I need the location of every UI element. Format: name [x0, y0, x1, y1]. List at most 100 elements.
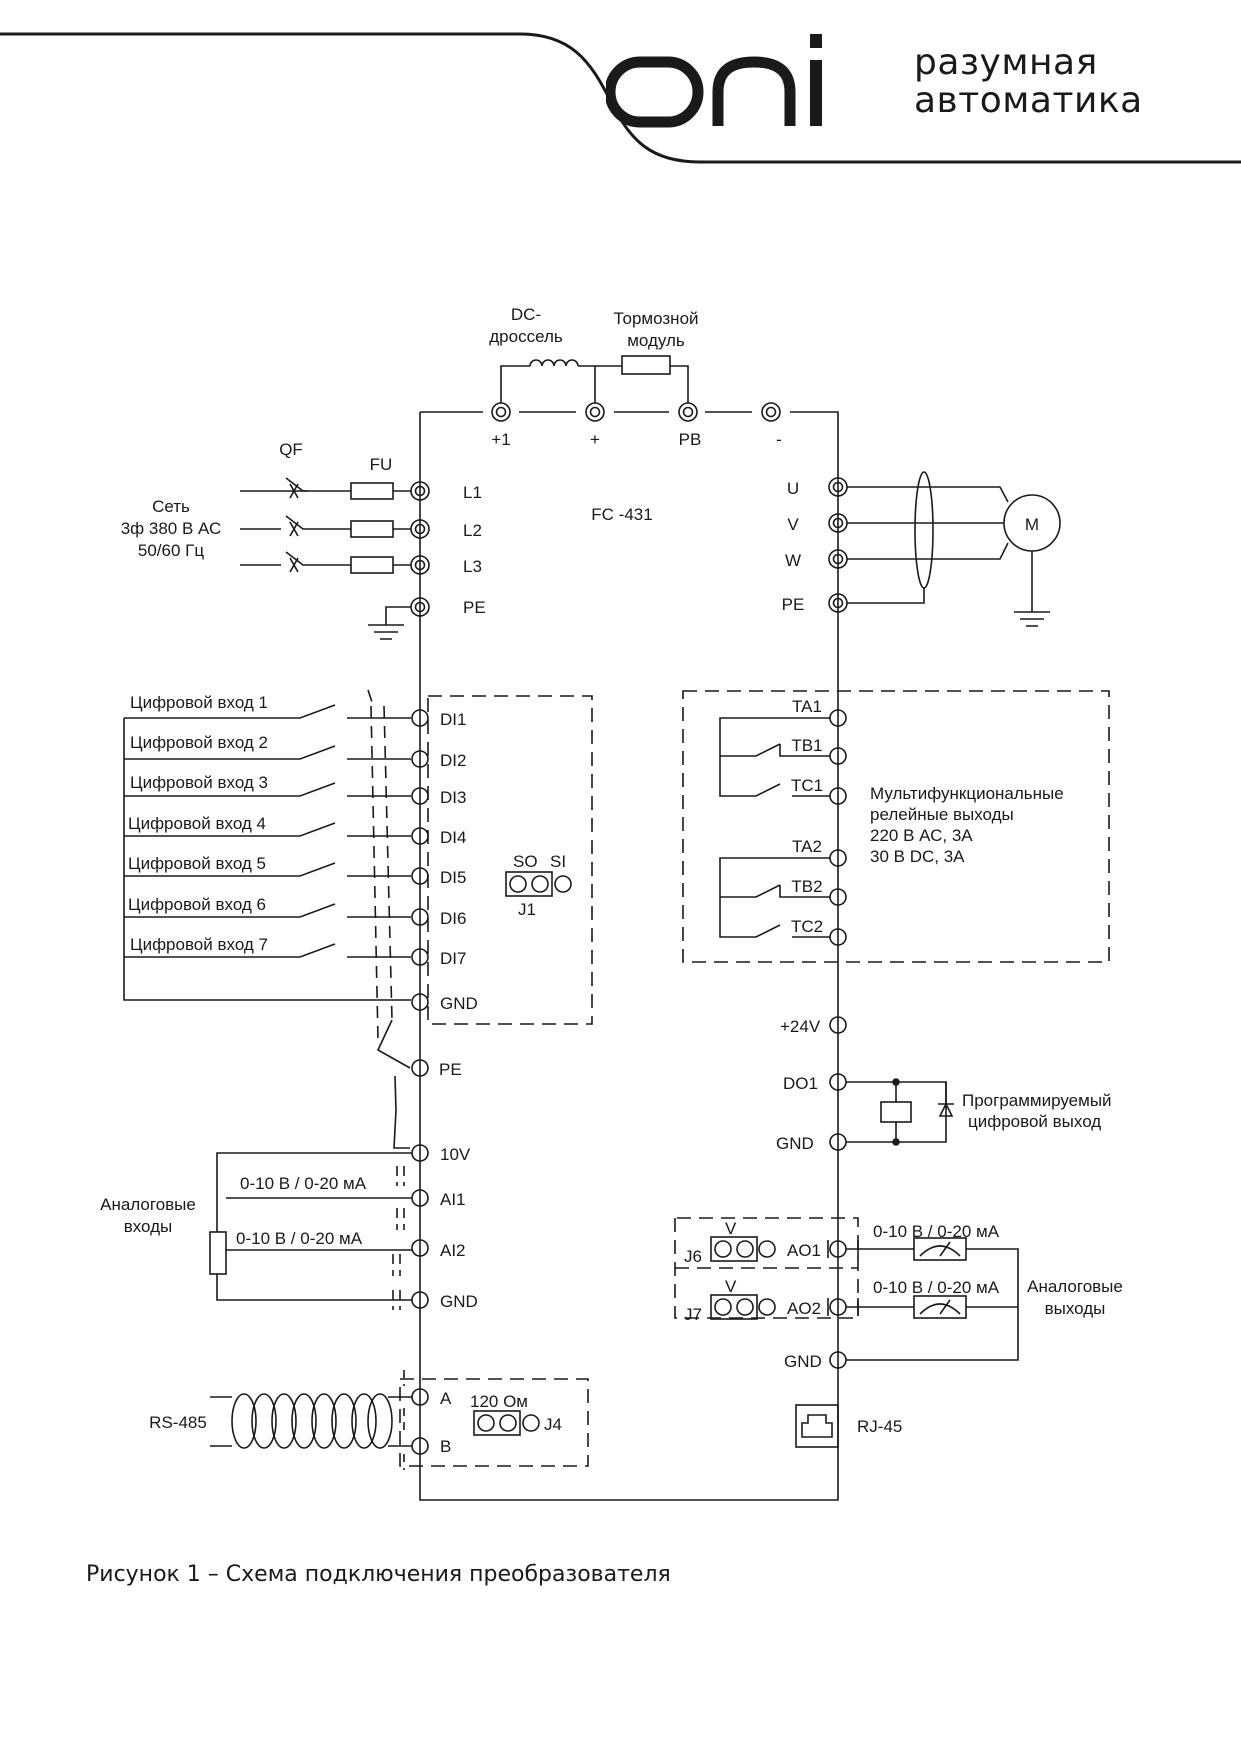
relay-desc2: релейные выходы [870, 805, 1014, 824]
slogan-line1: разумная [914, 42, 1098, 83]
term-ta2: TA2 [792, 837, 822, 856]
term-ao1: AO1 [787, 1241, 821, 1260]
brake-module-label1: Тормозной [613, 309, 698, 328]
term-gnd-ai: GND [440, 1292, 478, 1311]
term-di7: DI7 [440, 949, 466, 968]
jumper-j6-icon [710, 1236, 758, 1262]
slogan: разумная автоматика [914, 44, 1143, 120]
relay-desc1: Мультифункциональные [870, 784, 1064, 803]
di-label5: Цифровой вход 5 [128, 854, 266, 873]
term-l3: L3 [463, 557, 482, 576]
term-di6: DI6 [440, 909, 466, 928]
ai-group-label2: входы [124, 1217, 173, 1236]
term-plus1: +1 [491, 430, 510, 449]
relay-desc3: 220 В АС, 3А [870, 826, 973, 845]
term-gnd-di: GND [440, 994, 478, 1013]
term-plus: + [590, 430, 600, 449]
term-tc1: TC1 [791, 776, 823, 795]
j4-label: J4 [544, 1415, 562, 1434]
term-di3: DI3 [440, 788, 466, 807]
diode-icon [938, 1082, 954, 1117]
fu-label: FU [370, 455, 393, 474]
power-input [240, 477, 430, 640]
term-l2: L2 [463, 521, 482, 540]
term-v: V [787, 515, 799, 534]
j1-label: J1 [518, 900, 536, 919]
di-label6: Цифровой вход 6 [128, 895, 266, 914]
dc-bus [491, 355, 781, 422]
term-24v: +24V [780, 1017, 821, 1036]
device-outline [419, 411, 839, 1501]
meter-ao1-icon [913, 1237, 967, 1261]
term-ao2: AO2 [787, 1299, 821, 1318]
oni-logo [606, 34, 822, 128]
term-di4: DI4 [440, 828, 466, 847]
term-b: B [440, 1437, 451, 1456]
jumper-j4-icon [473, 1410, 521, 1436]
ao1-range: 0-10 В / 0-20 мА [873, 1222, 1000, 1241]
ground-icon [368, 606, 411, 640]
j7-v-label: V [725, 1277, 737, 1296]
dc-choke-icon [529, 359, 579, 367]
prog-out-label1: Программируемый [962, 1091, 1112, 1110]
term-a: A [440, 1389, 452, 1408]
term-di5: DI5 [440, 868, 466, 887]
j1-so: SO [513, 852, 538, 871]
rj45-label: RJ-45 [857, 1417, 902, 1436]
meter-ao2-icon [913, 1295, 967, 1319]
term-gnd-ao: GND [784, 1352, 822, 1371]
term-tb2: TB2 [791, 877, 822, 896]
jumper-j1-icon [505, 871, 553, 897]
digital-inputs [123, 689, 593, 1149]
term-minus: - [776, 430, 782, 449]
term-pe-in: PE [463, 598, 486, 617]
term-ta1: TA1 [792, 697, 822, 716]
di-label7: Цифровой вход 7 [130, 935, 268, 954]
ao-group-label1: Аналоговые [1027, 1277, 1123, 1296]
j1-si: SI [550, 852, 566, 871]
rs485-label: RS-485 [149, 1413, 207, 1432]
dc-choke-label1: DC- [511, 305, 541, 324]
term-w: W [785, 551, 801, 570]
term-u: U [787, 479, 799, 498]
motor-label: M [1025, 515, 1039, 534]
ai2-range: 0-10 В / 0-20 мА [236, 1229, 363, 1248]
device-model: FC -431 [591, 505, 652, 524]
j6-label: J6 [684, 1247, 702, 1266]
mains-label1: Сеть [152, 497, 190, 516]
ai-group-label1: Аналоговые [100, 1195, 196, 1214]
di-label1: Цифровой вход 1 [130, 693, 268, 712]
term-do1: DO1 [783, 1074, 818, 1093]
term-l1: L1 [463, 483, 482, 502]
r120-label: 120 Ом [470, 1392, 528, 1411]
mains-label2: 3ф 380 В АС [121, 519, 222, 538]
di-label3: Цифровой вход 3 [130, 773, 268, 792]
brake-module-label2: модуль [627, 331, 685, 350]
figure-caption: Рисунок 1 – Схема подключения преобразов… [86, 1562, 671, 1587]
j7-label: J7 [684, 1305, 702, 1324]
di-label2: Цифровой вход 2 [130, 733, 268, 752]
term-di2: DI2 [440, 751, 466, 770]
j6-v-label: V [725, 1219, 737, 1238]
relay-coil-icon [880, 1101, 912, 1123]
fuse-icon [350, 482, 394, 500]
dc-choke-label2: дроссель [489, 327, 563, 346]
term-ai1: AI1 [440, 1190, 466, 1209]
term-pe-mid: PE [439, 1060, 462, 1079]
brake-resistor-icon [621, 355, 671, 375]
analog-outputs [674, 1217, 1019, 1369]
analog-inputs [209, 1144, 429, 1310]
rj45-port-icon [795, 1404, 839, 1448]
di-label4: Цифровой вход 4 [128, 814, 266, 833]
term-ai2: AI2 [440, 1241, 466, 1260]
prog-out-label2: цифровой выход [968, 1112, 1101, 1131]
jumper-j7-icon [710, 1294, 758, 1320]
slogan-line2: автоматика [914, 80, 1143, 121]
term-10v: 10V [440, 1145, 471, 1164]
term-pe-out: PE [782, 595, 805, 614]
rs485 [210, 1370, 589, 1470]
mains-label3: 50/60 Гц [138, 541, 204, 560]
potentiometer-icon [209, 1231, 227, 1275]
term-tb1: TB1 [791, 736, 822, 755]
